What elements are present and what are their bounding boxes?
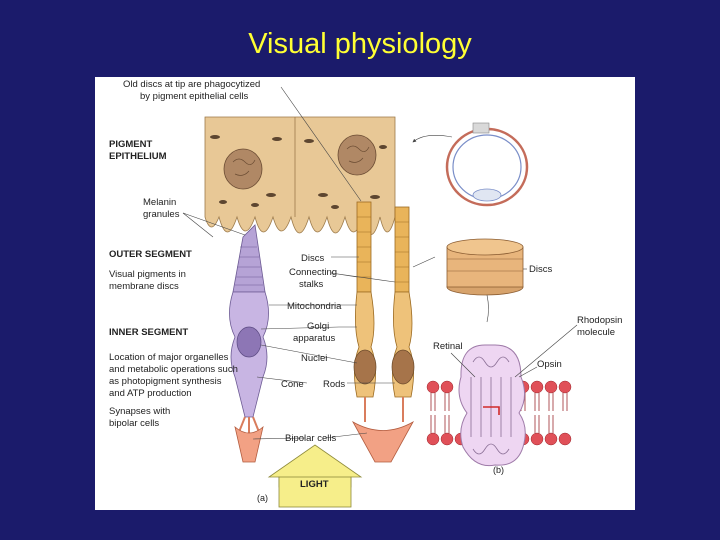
label-rods: Rods [323,379,345,390]
rod-nucleus-right [391,349,415,385]
label-retinal: Retinal [433,341,463,352]
label-rhodopsin-line2: molecule [577,327,615,338]
retina-photoreceptor-figure: Old discs at tip are phagocytized by pig… [95,77,635,510]
slide-title: Visual physiology [248,28,472,60]
label-opsin: Opsin [537,359,562,370]
label-old-discs-line2: by pigment epithelial cells [140,91,249,102]
label-visual-pigments-line2: membrane discs [109,281,179,292]
retinal-chromophore [483,406,500,415]
label-golgi-line1: Golgi [307,321,329,332]
label-rhodopsin-line1: Rhodopsin [577,315,622,326]
label-synapses-line1: Synapses with [109,406,170,417]
leader-lines [182,86,578,440]
label-discs-center: Discs [301,253,324,264]
label-discs-right: Discs [529,264,552,275]
label-old-discs-line1: Old discs at tip are phagocytized [123,79,260,90]
label-bipolar-cells: Bipolar cells [285,433,336,444]
rhodopsin-membrane [426,344,572,467]
cone-nucleus [236,326,262,358]
label-location-line4: and ATP production [109,388,192,399]
pigment-epithelium [204,116,396,235]
light-arrow [267,444,363,508]
label-cone: Cone [281,379,304,390]
bipolar-cells [234,420,415,463]
label-melanin-line2: granules [143,209,180,220]
label-location-line1: Location of major organelles [109,352,229,363]
epithelium-nucleus-right [337,134,377,176]
label-location-line3: as photopigment synthesis [109,376,222,387]
label-golgi-line2: apparatus [293,333,336,344]
label-outer-segment: OUTER SEGMENT [109,249,192,260]
rod-cells [353,201,415,422]
label-connecting-line1: Connecting [289,267,337,278]
rod-nucleus-left [353,349,377,385]
label-location-line2: and metabolic operations such [109,364,238,375]
epithelium-nucleus-left [223,148,263,190]
label-inner-segment: INNER SEGMENT [109,327,188,338]
eyeball-diagram [445,122,529,207]
label-panel-a: (a) [257,493,268,503]
label-pigment-line1: PIGMENT [109,139,152,150]
label-mitochondria: Mitochondria [287,301,342,312]
cone-cell [229,224,269,435]
label-visual-pigments-line1: Visual pigments in [109,269,186,280]
label-synapses-line2: bipolar cells [109,418,159,429]
label-nuclei: Nuclei [301,353,327,364]
label-melanin-line1: Melanin [143,197,176,208]
disc-stack [446,238,524,296]
label-panel-b: (b) [493,465,504,475]
label-pigment-line2: EPITHELIUM [109,151,167,162]
label-connecting-line2: stalks [299,279,324,290]
diagram-canvas: Old discs at tip are phagocytized by pig… [109,79,622,508]
label-light: LIGHT [300,479,329,490]
